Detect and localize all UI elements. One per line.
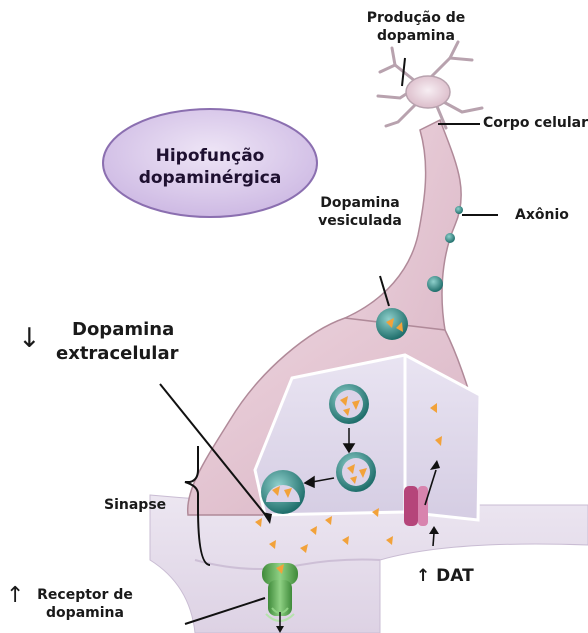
label-extracelular-line-2: extracelular [56, 342, 179, 366]
vesicle [455, 206, 463, 214]
badge-line-2: dopaminérgica [110, 167, 310, 189]
label-vesiculada-line-1: Dopamina [308, 195, 412, 213]
label-dat: ↑ DAT [416, 566, 474, 587]
label-receptor-line-2: dopamina [26, 605, 144, 623]
up-arrow-icon: ↑ [6, 582, 24, 610]
badge-line-1: Hipofunção [110, 145, 310, 167]
vesicle [261, 470, 305, 514]
label-receptor-line-1: Receptor de [26, 587, 144, 605]
vesicle [445, 233, 455, 243]
label-axonio: Axônio [515, 207, 569, 225]
label-extracelular-line-1: Dopamina [56, 318, 179, 342]
vesicle [427, 276, 443, 292]
label-producao-line-2: dopamina [350, 28, 482, 46]
label-sinapse: Sinapse [104, 497, 166, 515]
label-dopamina-extracelular: Dopamina extracelular [56, 318, 179, 367]
label-receptor-dopamina: Receptor de dopamina [26, 587, 144, 622]
label-producao-line-1: Produção de [350, 10, 482, 28]
label-corpo-celular: Corpo celular [483, 115, 588, 133]
down-arrow-icon: ↓ [18, 322, 41, 356]
label-vesiculada-line-2: vesiculada [308, 213, 412, 231]
vesicle [329, 384, 369, 424]
vesicle [336, 452, 376, 492]
badge-title: Hipofunção dopaminérgica [110, 145, 310, 189]
label-producao-dopamina: Produção de dopamina [350, 10, 482, 45]
label-dopamina-vesiculada: Dopamina vesiculada [308, 195, 412, 230]
